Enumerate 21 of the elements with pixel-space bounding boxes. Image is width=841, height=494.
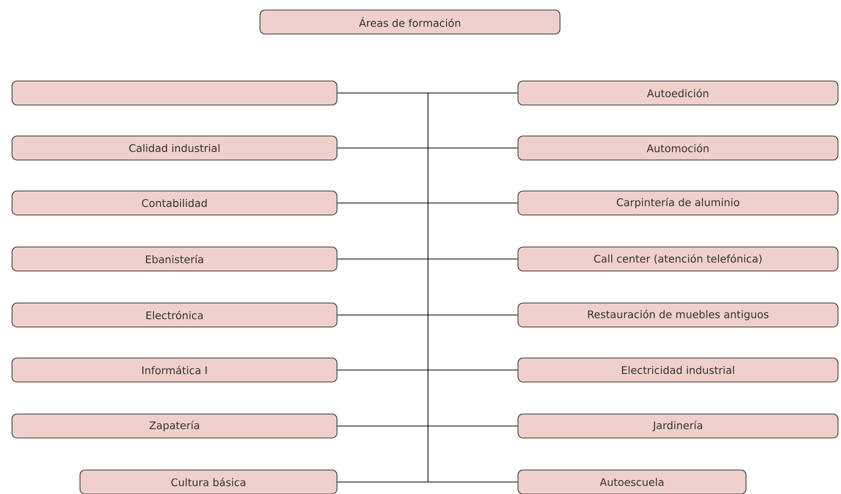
course-box: Carpintería de aluminio <box>518 190 838 216</box>
course-box <box>12 80 338 106</box>
course-box: Restauración de muebles antiguos <box>518 302 838 328</box>
course-box: Zapatería <box>12 414 338 438</box>
connector-line <box>337 92 518 94</box>
course-box: Cultura básica <box>80 470 338 494</box>
course-box: Ebanistería <box>12 246 338 272</box>
course-box: Autoescuela <box>518 470 746 494</box>
course-box: Electrónica <box>12 302 338 328</box>
course-box: Informática I <box>12 358 338 382</box>
course-box: Contabilidad <box>12 190 338 216</box>
connector-line <box>337 314 518 316</box>
course-box: Automoción <box>518 136 838 160</box>
course-box: Electricidad industrial <box>518 358 838 382</box>
title-box: Áreas de formación <box>260 10 560 34</box>
course-box: Call center (atención telefónica) <box>518 246 838 272</box>
connector-line <box>337 202 518 204</box>
course-box: Autoedición <box>518 80 838 106</box>
connector-line <box>337 258 518 260</box>
course-box: Jardinería <box>518 414 838 438</box>
course-box: Calidad industrial <box>12 136 338 160</box>
